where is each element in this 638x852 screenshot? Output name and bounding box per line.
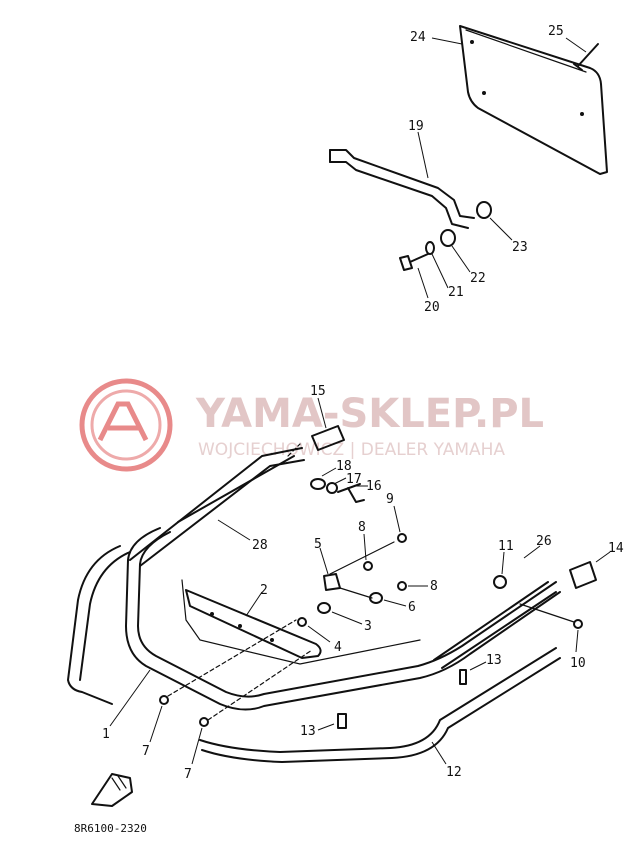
part-13-clip-b [337, 713, 347, 729]
callout-13b: 13 [300, 724, 316, 739]
callout-28: 28 [252, 538, 268, 553]
callout-8b: 8 [430, 579, 438, 594]
part-16-pin [337, 483, 365, 503]
callout-18: 18 [336, 459, 352, 474]
callout-17: 17 [346, 472, 362, 487]
callout-3: 3 [364, 619, 372, 634]
callout-20: 20 [424, 300, 440, 315]
part-8-nut-a [363, 561, 373, 571]
part-15-clip [311, 425, 345, 451]
callout-7b: 7 [184, 767, 192, 782]
part-11-nut [493, 575, 507, 589]
part-4-screw [297, 617, 307, 627]
callout-21: 21 [448, 285, 464, 300]
part-7-clip-b [199, 717, 209, 727]
callout-6: 6 [408, 600, 416, 615]
detached-clip-drawing [91, 773, 133, 807]
callout-22: 22 [470, 271, 486, 286]
callout-1: 1 [102, 727, 110, 742]
watermark-title: YAMA-SKLEP.PL [195, 391, 544, 437]
callout-13a: 13 [486, 653, 502, 668]
part-28-gasket [129, 447, 305, 567]
callout-4: 4 [334, 640, 342, 655]
callout-11: 11 [498, 539, 514, 554]
callout-19: 19 [408, 119, 424, 134]
part-25-stud [573, 43, 599, 71]
callout-15: 15 [310, 384, 326, 399]
callout-24: 24 [410, 30, 426, 45]
part-20-bolt [399, 253, 429, 271]
part-3-spacer [317, 602, 331, 614]
part-17-washer [326, 482, 338, 494]
part-7-clip-a [159, 695, 169, 705]
callout-2: 2 [260, 583, 268, 598]
callout-8a: 8 [358, 520, 366, 535]
callout-25: 25 [548, 24, 564, 39]
part-2-reinforcement [185, 589, 322, 659]
trim-strip-outer [67, 545, 131, 705]
callout-5: 5 [314, 537, 322, 552]
callout-14: 14 [608, 541, 624, 556]
part-24-plate [459, 25, 608, 175]
part-21-washer [425, 241, 435, 255]
part-5-bracket [323, 573, 341, 591]
part-14-clip [569, 561, 597, 589]
watermark-subtitle: WOJCIECHOWICZ | DEALER YAMAHA [198, 440, 505, 460]
part-12-strip [199, 647, 561, 763]
diagram-code: 8R6100-2320 [74, 822, 147, 835]
part-9-screw [397, 533, 407, 543]
callout-7a: 7 [142, 744, 150, 759]
part-19-bracket [329, 149, 475, 229]
part-18-grommet [310, 478, 326, 490]
part-23-nut [476, 201, 492, 219]
callout-26: 26 [536, 534, 552, 549]
callout-10: 10 [570, 656, 586, 671]
part-22-washer [440, 229, 456, 247]
callout-12: 12 [446, 765, 462, 780]
watermark: YAMA-SKLEP.PL WOJCIECHOWICZ | DEALER YAM… [79, 378, 544, 472]
part-8-nut-b [397, 581, 407, 591]
callout-23: 23 [512, 240, 528, 255]
callout-16: 16 [366, 479, 382, 494]
part-10-screw [573, 619, 583, 629]
yamaha-logo-icon [79, 378, 173, 472]
part-26-gasket [433, 581, 557, 669]
part-13-clip-a [459, 669, 467, 685]
callout-9: 9 [386, 492, 394, 507]
